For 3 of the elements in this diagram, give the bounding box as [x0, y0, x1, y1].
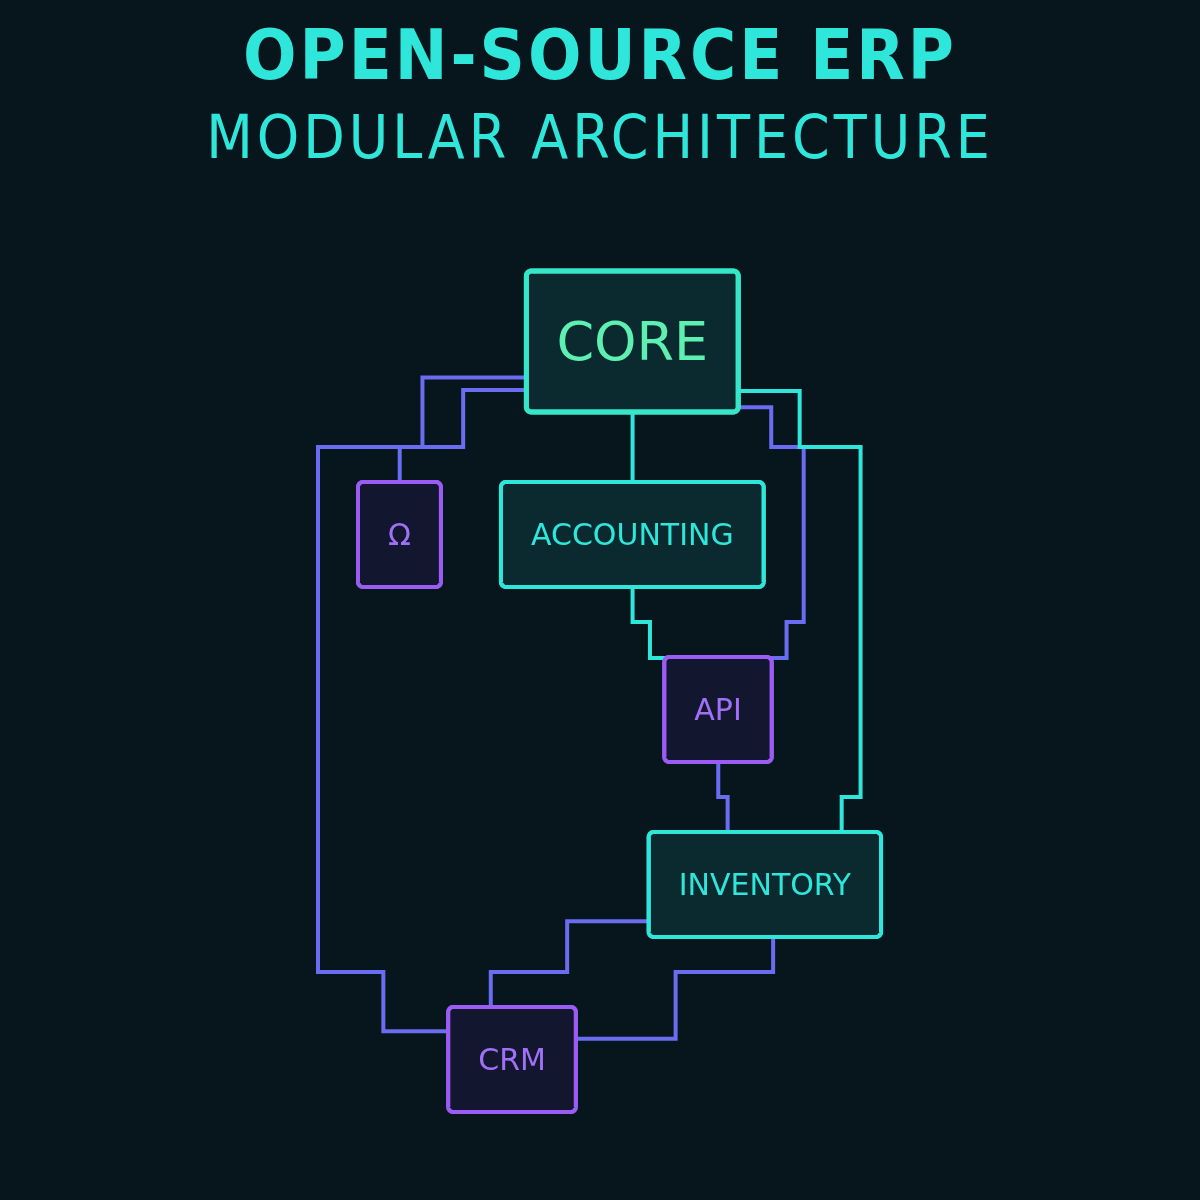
subtitle: MODULAR ARCHITECTURE: [206, 102, 994, 172]
title: OPEN-SOURCE ERP: [243, 14, 957, 96]
connector: [739, 404, 807, 660]
